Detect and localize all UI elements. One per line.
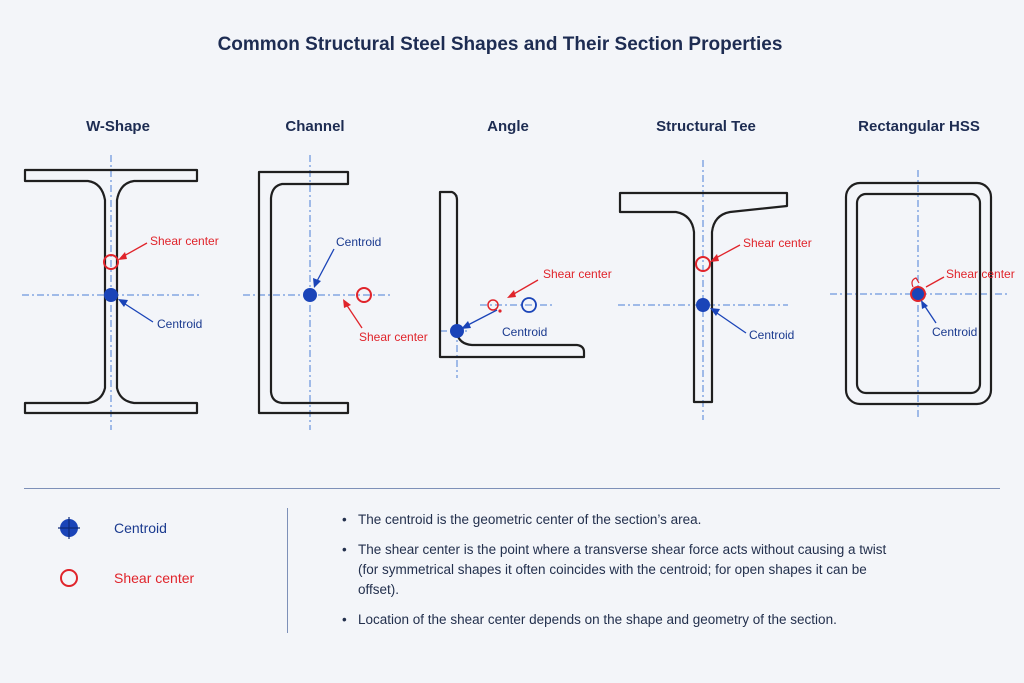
angle-outline [438,190,586,359]
hss-shear-hook-icon [911,277,920,288]
shear-center-icon [60,569,78,587]
note-item: The centroid is the geometric center of … [338,510,908,530]
hss-centroid-shear-center [910,286,926,302]
w-shape-centroid [104,288,118,302]
angle-centroid [450,324,464,338]
w-shape-outline [23,168,199,415]
hss-shear-arrow [925,276,945,288]
tee-shear-center [695,256,711,272]
tee-shear-arrow [713,244,741,260]
legend-shear-center-label: Shear center [114,570,195,586]
channel-shear-arrowhead [343,299,351,308]
w-shape-title: W-Shape [86,118,150,135]
structural-tee-figure: Shear center Centroid [618,160,812,420]
tee-outline [618,191,789,404]
rectangular-hss-figure: Shear center Centroid [830,170,1015,420]
channel-centroid [303,288,317,302]
tee-centroid-arrow [713,310,747,334]
w-shape-shear-center [103,254,119,270]
angle-title: Angle [487,118,529,135]
w-shape-centroid-arrowhead [118,299,128,307]
hss-inner-outline [855,192,982,395]
w-shape-centroid-arrow [121,301,154,323]
note-item: The shear center is the point where a tr… [338,540,908,600]
hss-centroid-arrow [923,304,937,324]
angle-figure: Shear center Centroid [438,190,612,378]
hss-centroid-label: Centroid [932,325,977,339]
angle-shear-dot [498,309,502,313]
hss-centroid-arrowhead [921,300,928,309]
tee-centroid-arrowhead [710,308,720,316]
channel-centroid-label: Centroid [336,235,381,249]
structural-tee-title: Structural Tee [656,118,756,135]
legend-centroid: Centroid [56,515,167,541]
section-divider [24,488,1000,489]
channel-shear-arrow [345,303,363,329]
tee-centroid [696,298,710,312]
w-shape-centroid-label: Centroid [157,317,202,331]
angle-shear-center [487,299,499,311]
notes-list: The centroid is the geometric center of … [338,510,908,640]
angle-shear-arrow [511,279,539,296]
note-item: Location of the shear center depends on … [338,610,908,630]
channel-shear-label: Shear center [359,330,428,344]
page-title: Common Structural Steel Shapes and Their… [218,34,783,55]
w-shape-shear-arrowhead [118,252,127,260]
channel-centroid-arrow [315,248,335,284]
angle-shear-label: Shear center [543,267,612,281]
rectangular-hss-title: Rectangular HSS [858,118,980,135]
tee-shear-arrowhead [710,254,719,262]
legend-centroid-label: Centroid [114,520,167,536]
channel-shear-center [356,287,372,303]
channel-figure: Centroid Shear center [243,155,428,430]
centroid-icon [58,517,80,539]
tee-shear-label: Shear center [743,236,812,250]
angle-centroid-label: Centroid [502,325,547,339]
angle-offset-marker-icon [521,297,537,313]
angle-centroid-arrowhead [461,321,471,329]
legend-divider [287,508,288,633]
angle-shear-arrowhead [507,290,516,298]
angle-centroid-arrow [465,309,498,327]
channel-title: Channel [285,118,344,135]
w-shape-shear-label: Shear center [150,234,219,248]
legend-panel: Centroid Shear center The centroid is th… [0,488,1024,683]
w-shape-shear-arrow [121,242,148,258]
channel-outline [257,170,350,415]
hss-outer-outline [844,181,993,406]
hss-shear-label: Shear center [946,267,1015,281]
tee-centroid-label: Centroid [749,328,794,342]
channel-centroid-arrowhead [313,278,321,288]
w-shape-figure: Shear center Centroid [22,155,219,430]
legend-shear-center: Shear center [56,565,194,591]
